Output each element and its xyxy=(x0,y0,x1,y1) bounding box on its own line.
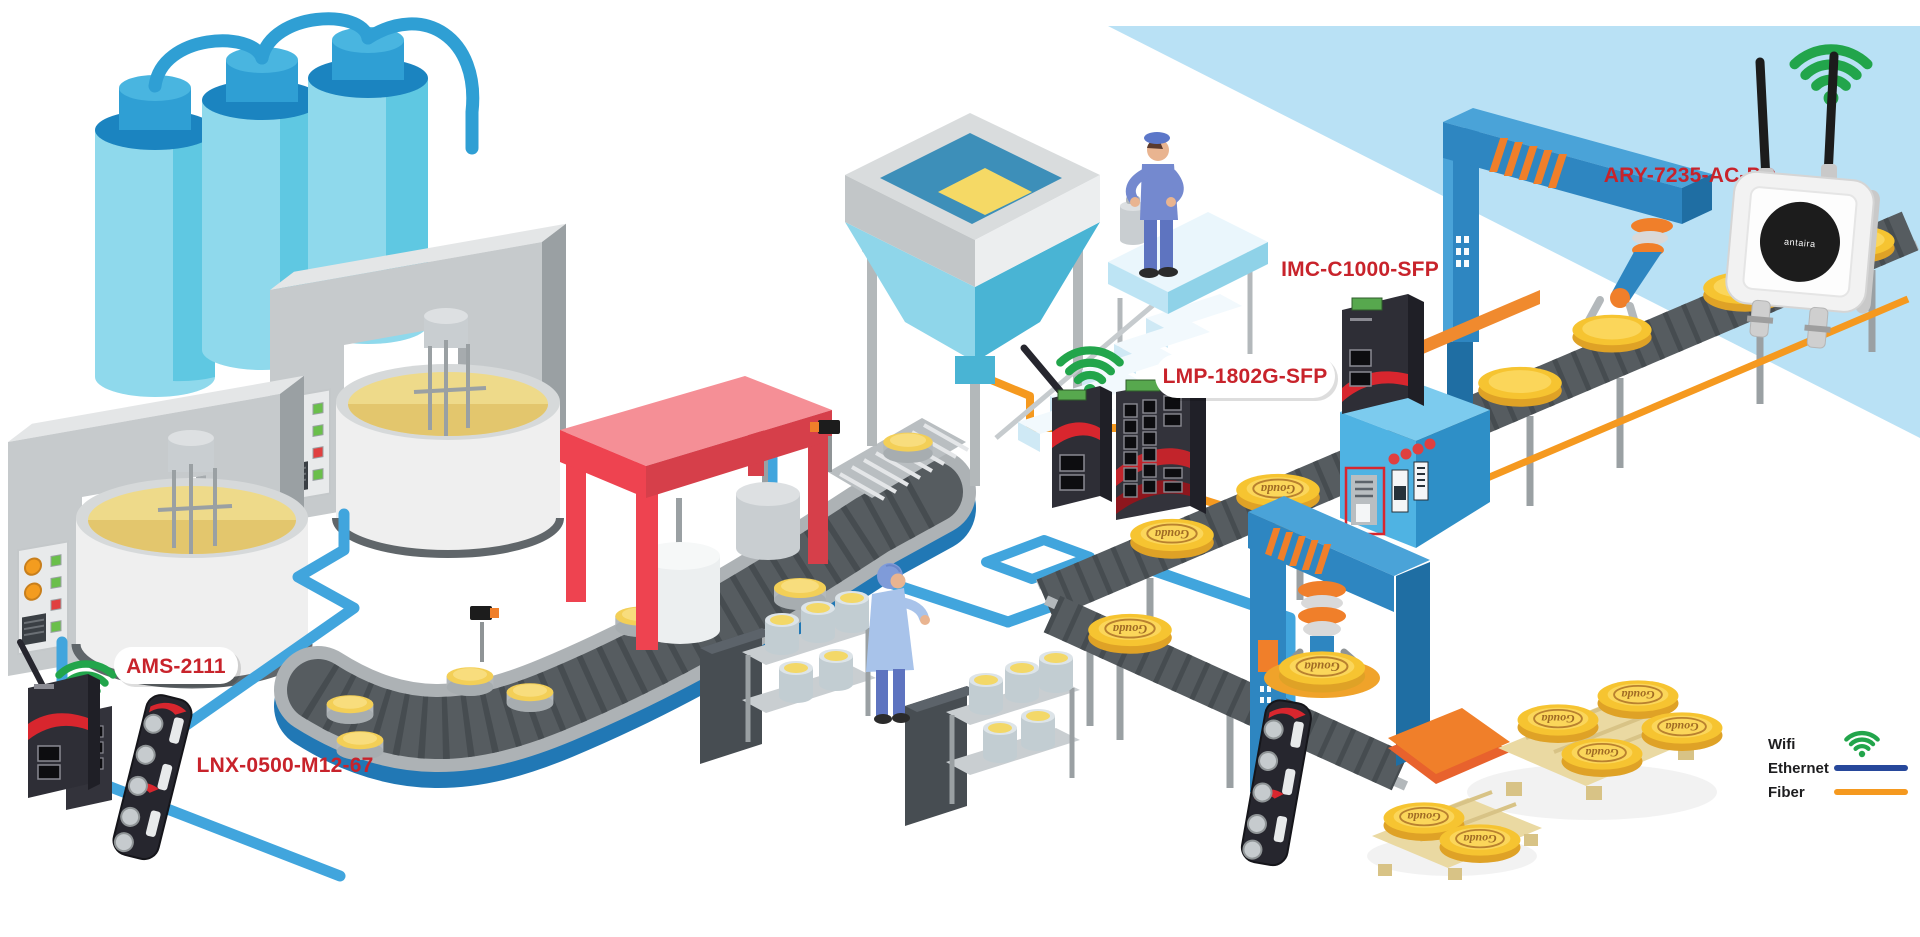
ap-brand-logo: antaira xyxy=(1784,236,1816,249)
silo-pipes xyxy=(148,12,480,155)
network-cluster-left xyxy=(17,639,196,864)
gouda-wheel xyxy=(1130,519,1214,559)
legend-ethernet-label: Ethernet xyxy=(1768,760,1829,777)
label-text-ary-7235: ARY-7235-AC-PD xyxy=(1604,164,1776,187)
label-ams-2111: AMS-2111 xyxy=(114,647,241,687)
gouda-wheel xyxy=(1088,614,1172,654)
shelf-unit xyxy=(946,651,1080,804)
unload-ramp xyxy=(1388,708,1510,784)
cheese-mold xyxy=(883,432,933,463)
cheese-wheel-gripped xyxy=(1572,314,1652,353)
outdoor-access-point: antaira xyxy=(1725,49,1880,349)
ethernet-tube xyxy=(981,535,1095,584)
ethernet-tube xyxy=(156,508,360,748)
cheese-mold xyxy=(446,667,494,696)
vat-control-panel xyxy=(17,540,69,656)
network-cluster-center xyxy=(1020,344,1206,520)
gouda-wheel xyxy=(1642,712,1723,751)
vision-sensor xyxy=(810,420,840,472)
robot-arm xyxy=(1572,218,1673,353)
silo-1 xyxy=(95,75,215,397)
cheese-mold xyxy=(326,695,374,724)
gouda-wheel xyxy=(1518,704,1599,743)
legend-fiber-line xyxy=(1834,789,1908,795)
press-cylinders xyxy=(640,452,800,644)
suction-arm xyxy=(1264,581,1380,698)
managed-switch-device xyxy=(1116,378,1206,520)
ethernet-tube xyxy=(66,766,346,882)
wireless-client-device xyxy=(1052,386,1112,508)
legend-ethernet-line xyxy=(1834,765,1908,771)
label-text-imc-c1000: IMC-C1000-SFP xyxy=(1281,258,1439,281)
curd-vat-rear xyxy=(332,308,564,558)
ripening-area xyxy=(700,563,1080,826)
gouda-wheel xyxy=(1440,824,1521,863)
machine-buttons xyxy=(1388,438,1436,513)
label-text-lmp-1802g: LMP-1802G-SFP xyxy=(1163,365,1328,388)
ap-antenna xyxy=(1755,57,1771,185)
curd-vat-station-front xyxy=(8,375,313,689)
robot-gantry-lower xyxy=(1248,496,1430,806)
control-machine xyxy=(1340,290,1540,548)
cheese-press-table xyxy=(560,376,832,650)
pallet xyxy=(1498,680,1722,800)
cheese-mold xyxy=(506,683,554,712)
gouda-wheel-gripped xyxy=(1279,651,1365,692)
curd-vat-station-rear xyxy=(270,223,566,558)
worker-ripening xyxy=(866,563,930,724)
media-converter-device xyxy=(1342,294,1424,414)
ap-antenna xyxy=(1823,51,1839,181)
curd-vat-front xyxy=(71,430,313,689)
legend-wifi-icon xyxy=(1846,733,1877,757)
curd-hopper xyxy=(845,113,1100,486)
vision-sensor xyxy=(470,606,499,662)
label-text-lnx-0500: LNX-0500-M12-67 xyxy=(197,754,374,777)
pallet-area xyxy=(1367,680,1722,880)
palletizing-conveyor xyxy=(1043,595,1409,791)
shelf-unit xyxy=(742,591,876,742)
worker-pouring xyxy=(1120,132,1184,278)
m12-field-switch xyxy=(109,691,196,864)
molding-conveyor xyxy=(274,418,976,788)
robot-gantry-top xyxy=(1443,108,1712,418)
legend-fiber-label: Fiber xyxy=(1768,784,1805,801)
gouda-wheel xyxy=(1598,680,1679,719)
label-text-ams-2111: AMS-2111 xyxy=(126,655,226,678)
legend: Wifi Ethernet Fiber xyxy=(1768,733,1908,801)
legend-wifi-label: Wifi xyxy=(1768,736,1795,753)
cheese-wheel xyxy=(1478,366,1562,407)
label-lmp-1802g: LMP-1802G-SFP xyxy=(1155,354,1338,401)
pallet xyxy=(1372,790,1542,880)
wireless-gateway-device xyxy=(28,674,100,798)
gouda-wheel xyxy=(1562,738,1643,777)
